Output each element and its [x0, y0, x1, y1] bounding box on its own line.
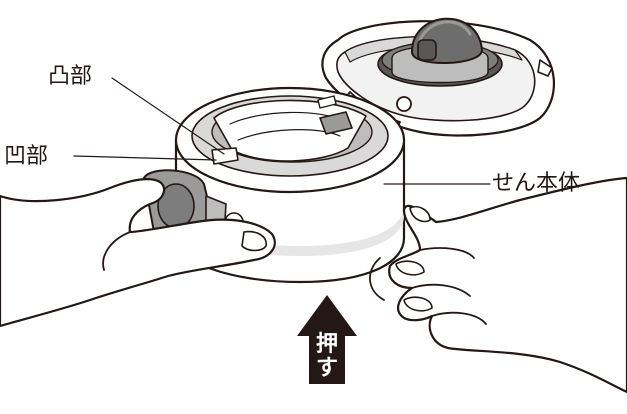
- label-stopper-body: せん本体: [492, 173, 580, 195]
- label-concave-part: 凹部: [4, 146, 48, 168]
- push-arrow-text-1: 押: [312, 333, 342, 357]
- label-convex-part: 凸部: [48, 66, 92, 88]
- push-arrow-text-2: す: [312, 357, 342, 381]
- right-hand: [370, 178, 627, 392]
